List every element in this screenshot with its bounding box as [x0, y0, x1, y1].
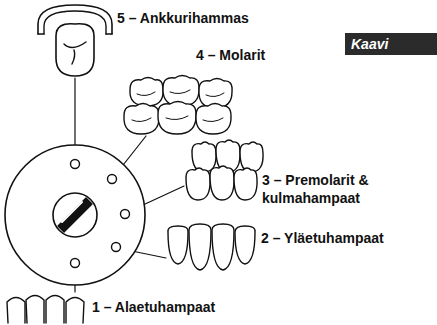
figure-heading: Kaavi: [345, 33, 437, 55]
lower-incisors: [7, 296, 84, 324]
premolar-teeth: [186, 140, 263, 200]
anchor-tooth: [38, 5, 112, 76]
upper-incisors: [168, 224, 255, 270]
callout-label: 4 – Molarit: [196, 46, 346, 64]
callout-label: 2 – Yläetuhampaat: [261, 229, 431, 247]
callout-label: 3 – Premolarit & kulmahampaat: [262, 171, 402, 207]
molar-teeth: [124, 76, 232, 135]
callout-label: 5 – Ankkurihammas: [117, 9, 317, 27]
callout-label: 1 – Alaetuhampaat: [92, 298, 292, 316]
selector-dial: [5, 145, 145, 285]
